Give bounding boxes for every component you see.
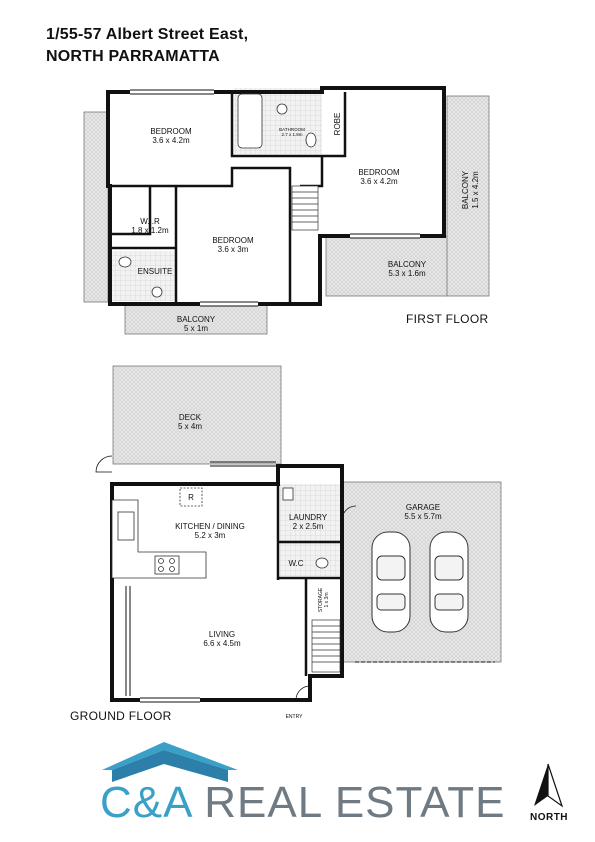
balcony-front-name: BALCONY (177, 315, 216, 324)
bathroom-size: 2.7 x 1.8m (281, 132, 302, 137)
laundry-name: LAUNDRY (289, 513, 328, 522)
balcony-front (124, 303, 268, 335)
north-arrow-icon (534, 763, 564, 808)
fridge-label: R (188, 493, 194, 502)
wir-name: W.I.R (140, 217, 160, 226)
ground-floor-label: GROUND FLOOR (70, 709, 172, 723)
kitchen-counters (111, 499, 207, 579)
brand-logo: C&A REAL ESTATE (100, 742, 504, 832)
ground-floor-plan: DECK 5 x 4m R KITCHEN / DINING 5.2 x 3m … (95, 365, 502, 720)
bedroom-3-name: BEDROOM (212, 236, 254, 245)
balcony-side-name: BALCONY (388, 260, 427, 269)
kitchen-size: 5.2 x 3m (195, 531, 226, 540)
ensuite-toilet-icon (118, 256, 132, 268)
ground-floor-windows (125, 461, 495, 703)
north-label: NORTH (529, 812, 569, 823)
bedroom-3-size: 3.6 x 3m (218, 245, 249, 254)
storage-name: STORAGE (318, 587, 324, 612)
address-title: 1/55-57 Albert Street East, NORTH PARRAM… (46, 24, 248, 68)
garage-cars (371, 531, 469, 633)
first-floor-plan: BEDROOM 3.6 x 4.2m BATHROOM 2.7 x 1.8m R… (83, 86, 490, 335)
ensuite-basin-icon (151, 286, 163, 298)
garage-size: 5.5 x 5.7m (404, 512, 442, 521)
logo-letters: C&A (100, 778, 192, 827)
ensuite-name: ENSUITE (138, 267, 173, 276)
garage-name: GARAGE (406, 503, 440, 512)
balcony-left (83, 111, 109, 303)
living-name: LIVING (209, 630, 235, 639)
laundry-size: 2 x 2.5m (293, 522, 324, 531)
car-icon (371, 531, 411, 633)
bedroom-2-size: 3.6 x 4.2m (360, 177, 398, 186)
deck-size: 5 x 4m (178, 422, 202, 431)
car-icon (429, 531, 469, 633)
bedroom-1-name: BEDROOM (150, 127, 192, 136)
logo-words: REAL ESTATE (204, 778, 506, 827)
living-size: 6.6 x 4.5m (203, 639, 241, 648)
bathtub-icon (237, 93, 263, 149)
fridge-space (179, 487, 203, 507)
roof-icon (102, 742, 238, 782)
balcony-side-size: 5.3 x 1.6m (388, 269, 426, 278)
deck-name: DECK (179, 413, 202, 422)
compass: NORTH (524, 762, 574, 826)
bedroom-2-name: BEDROOM (358, 168, 400, 177)
deck-area (112, 365, 282, 465)
laundry-tub-icon (282, 487, 294, 501)
balcony-vertical-name: BALCONY (461, 170, 470, 209)
first-floor-stairs (291, 185, 319, 231)
balcony-vertical (446, 95, 490, 297)
first-floor-label: FIRST FLOOR (406, 312, 489, 326)
address-line-1: 1/55-57 Albert Street East, (46, 26, 249, 43)
ground-floor-stairs (311, 619, 341, 673)
wc-toilet-icon (315, 557, 329, 569)
wc-name: W.C (288, 559, 303, 568)
storage-size: 1 x 3m (324, 592, 330, 607)
robe-name: ROBE (333, 113, 342, 136)
kitchen-name: KITCHEN / DINING (175, 522, 245, 531)
toilet-icon (305, 132, 317, 148)
bathroom-name: BATHROOM (279, 127, 305, 132)
ground-floor-doors (95, 455, 357, 701)
balcony-vertical-size: 1.5 x 4.2m (471, 171, 480, 209)
balcony-side (325, 235, 449, 297)
basin-icon (276, 103, 288, 115)
bedroom-1-size: 3.6 x 4.2m (152, 136, 190, 145)
entry-label: ENTRY (286, 714, 304, 720)
wir-size: 1.8 x 1.2m (131, 226, 169, 235)
first-floor-windows (130, 89, 420, 307)
ground-floor-interior-walls (276, 484, 342, 676)
balcony-front-size: 5 x 1m (184, 324, 208, 333)
address-line-2: NORTH PARRAMATTA (46, 48, 220, 65)
